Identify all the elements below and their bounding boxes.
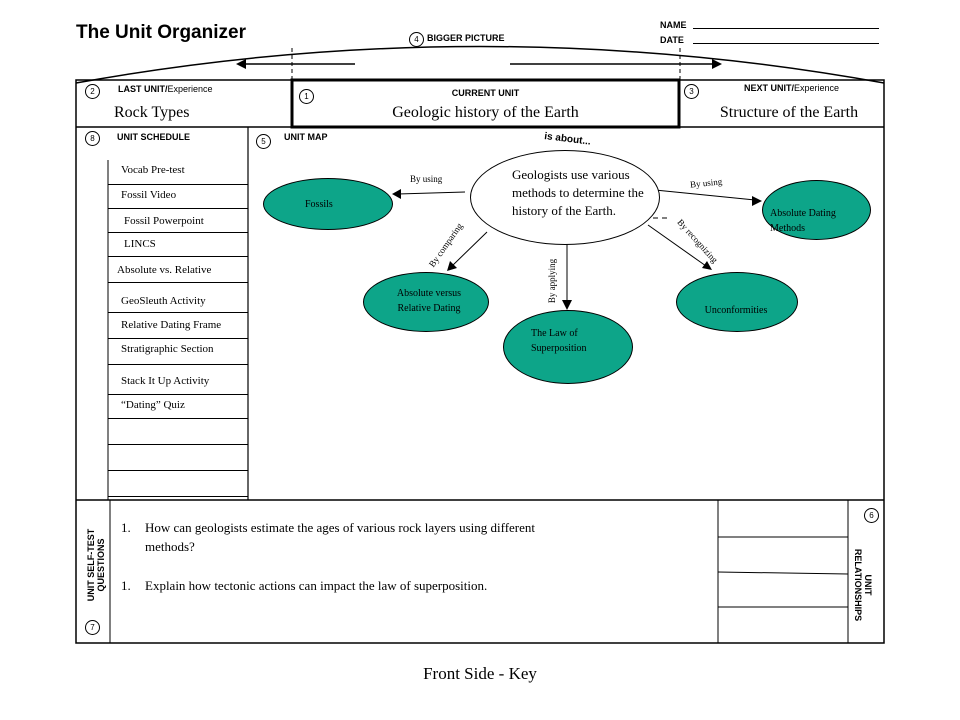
schedule-item: Fossil Video	[121, 189, 177, 201]
name-field[interactable]	[693, 28, 879, 29]
schedule-item: “Dating” Quiz	[121, 399, 185, 411]
bigger-picture-label: BIGGER PICTURE	[427, 33, 505, 43]
current-unit-value: Geologic history of the Earth	[392, 104, 579, 121]
schedule-item: Fossil Powerpoint	[124, 215, 204, 227]
next-unit-value: Structure of the Earth	[719, 104, 859, 121]
node-superposition-label: The Law of Superposition	[531, 328, 587, 354]
last-unit-number: 2	[85, 84, 100, 99]
relationships-number: 6	[864, 508, 879, 523]
schedule-row	[108, 446, 248, 471]
date-label: DATE	[660, 35, 684, 45]
relationships-label: UNIT RELATIONSHIPS	[853, 545, 873, 625]
last-unit-label-sub: Experience	[167, 84, 213, 94]
node-absolute-dating	[762, 180, 871, 240]
last-unit-label: LAST UNIT/Experience	[118, 84, 213, 94]
schedule-label: UNIT SCHEDULE	[117, 132, 191, 142]
schedule-row	[108, 160, 248, 185]
unit-map-number: 5	[256, 134, 271, 149]
schedule-row	[108, 258, 248, 283]
schedule-item: Stack It Up Activity	[121, 375, 210, 387]
schedule-row	[108, 232, 248, 257]
schedule-row	[108, 394, 248, 419]
node-unconformities	[676, 272, 798, 332]
link-by-using-left: By using	[410, 174, 443, 184]
node-absolute-relative-label: Absolute versus Relative Dating	[396, 288, 462, 314]
question-2-line1: Explain how tectonic actions can impact …	[145, 578, 488, 593]
next-unit-label-main: NEXT UNIT/	[744, 83, 795, 93]
schedule-item: GeoSleuth Activity	[121, 295, 206, 307]
center-oval	[470, 150, 660, 245]
self-test-label: UNIT SELF-TEST QUESTIONS	[86, 525, 106, 605]
relationships-label-line2: RELATIONSHIPS	[853, 548, 863, 622]
schedule-item: Vocab Pre-test	[121, 164, 185, 176]
schedule-row	[108, 472, 248, 497]
schedule-item: LINCS	[124, 238, 156, 250]
self-test-label-line1: UNIT SELF-TEST	[86, 528, 96, 602]
schedule-row	[108, 420, 248, 445]
question-2-number: 1.	[121, 578, 131, 593]
current-unit-number: 1	[299, 89, 314, 104]
current-unit-label: CURRENT UNIT	[451, 88, 520, 98]
schedule-row	[108, 208, 248, 233]
footer-caption: Front Side - Key	[423, 664, 537, 683]
question-1-line2: methods?	[145, 539, 195, 554]
schedule-row	[108, 340, 248, 365]
schedule-number: 8	[85, 131, 100, 146]
schedule-row	[108, 288, 248, 313]
schedule-item: Stratigraphic Section	[121, 343, 214, 355]
last-unit-label-main: LAST UNIT/	[118, 84, 168, 94]
schedule-item: Relative Dating Frame	[121, 319, 222, 331]
link-by-applying: By applying	[547, 258, 558, 304]
center-statement: Geologists use various methods to determ…	[512, 167, 644, 218]
schedule-row	[108, 184, 248, 209]
schedule-item: Absolute vs. Relative	[117, 264, 212, 276]
next-unit-label: NEXT UNIT/Experience	[744, 83, 839, 93]
question-1-number: 1.	[121, 520, 131, 535]
unit-map-label: UNIT MAP	[284, 132, 328, 142]
self-test-number: 7	[85, 620, 100, 635]
next-unit-label-sub: Experience	[794, 83, 840, 93]
page-title: The Unit Organizer	[76, 22, 246, 43]
node-unconformities-label: Unconformities	[704, 305, 768, 316]
last-unit-value: Rock Types	[114, 104, 190, 121]
schedule-row	[108, 370, 248, 395]
node-fossils-label: Fossils	[305, 199, 333, 210]
schedule-row	[108, 314, 248, 339]
date-field[interactable]	[693, 43, 879, 44]
node-absolute-dating-label: Absolute Dating Methods	[770, 208, 836, 234]
node-superposition	[503, 310, 633, 384]
question-1-line1: How can geologists estimate the ages of …	[145, 520, 536, 535]
node-absolute-relative	[363, 272, 489, 332]
next-unit-number: 3	[684, 84, 699, 99]
bigger-picture-number: 4	[409, 32, 424, 47]
name-label: NAME	[660, 20, 687, 30]
relationships-label-line1: UNIT	[863, 574, 873, 596]
node-fossils	[263, 178, 393, 230]
self-test-label-line2: QUESTIONS	[96, 538, 106, 592]
